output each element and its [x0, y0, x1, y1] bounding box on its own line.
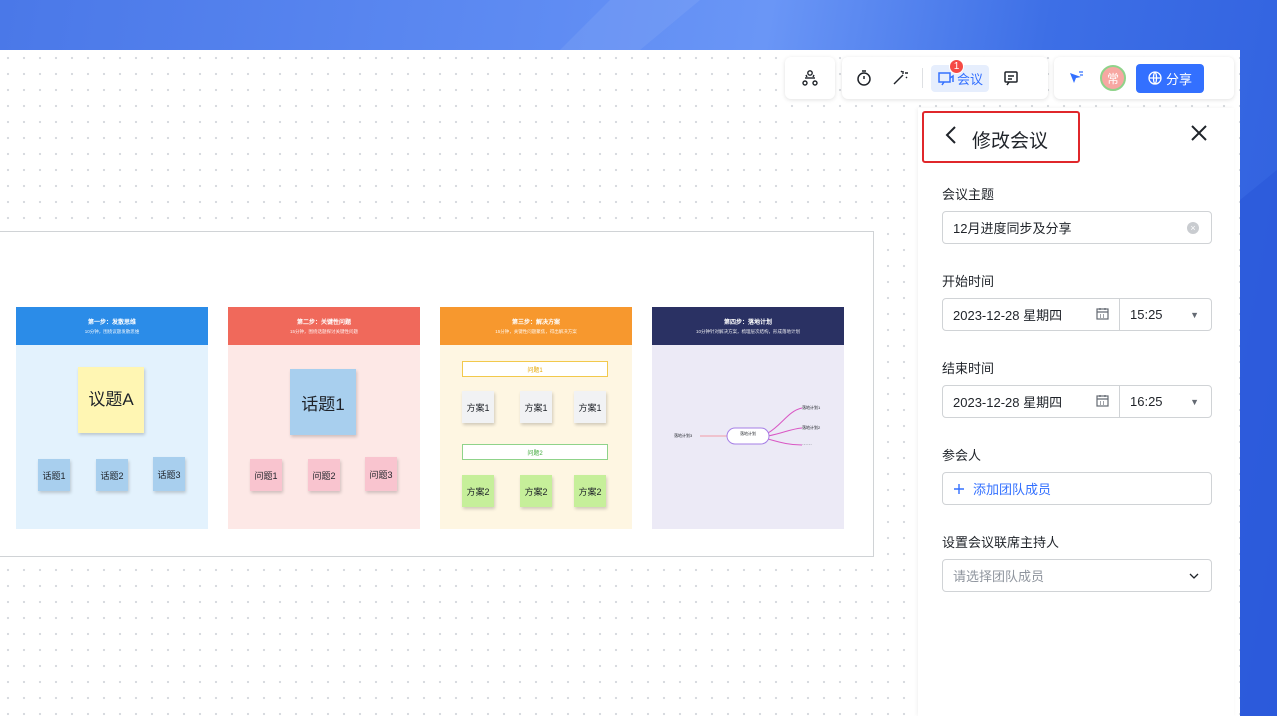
step4-subtitle: 10分钟针对解决方案，梳理层次结构，形成落地计划	[695, 329, 800, 334]
attendees-label: 参会人	[942, 448, 982, 463]
question-tag[interactable]: 问题1	[462, 361, 608, 377]
step2-title: 第二步：关键性问题	[296, 320, 351, 326]
end-time-select[interactable]: 16:25 ▼	[1119, 385, 1212, 418]
step3-subtitle: 15分钟，关键性问题聚焦，得出解决方案	[495, 329, 577, 334]
follow-cursor-icon[interactable]	[1062, 64, 1090, 92]
meeting-icon	[938, 72, 954, 86]
step2-subtitle: 15分钟，围绕话题探讨关键性问题	[289, 329, 358, 334]
magic-wand-icon[interactable]	[886, 64, 914, 92]
co-host-label: 设置会议联席主持人	[942, 535, 1060, 550]
chevron-down-icon	[1189, 568, 1199, 583]
step4-header: 第四步：落地计划 10分钟针对解决方案，梳理层次结构，形成落地计划	[652, 307, 844, 345]
step2-header: 第二步：关键性问题 15分钟，围绕话题探讨关键性问题	[228, 307, 420, 345]
toolbar-divider	[922, 68, 923, 88]
meeting-template-board[interactable]: 第一步：发散思维 10分钟，围绕议题发散思维 议题A 话题1 话题2 话题3 第…	[0, 231, 874, 557]
step3-header: 第三步：解决方案 15分钟，关键性问题聚焦，得出解决方案	[440, 307, 632, 345]
meeting-badge: 1	[949, 58, 964, 74]
step1-body: 议题A 话题1 话题2 话题3	[16, 345, 208, 529]
sticky-note[interactable]: 方案2	[462, 475, 494, 507]
mindmap-node[interactable]: 落地计划3	[674, 433, 693, 438]
toolbar-tools: 1 会议	[842, 57, 1048, 99]
globe-icon	[1148, 71, 1162, 85]
sticky-note[interactable]: 话题1	[38, 459, 70, 491]
panel-header: 修改会议	[918, 108, 1234, 166]
timer-icon[interactable]	[850, 64, 878, 92]
add-member-button[interactable]: 添加团队成员	[942, 472, 1212, 505]
panel-title: 修改会议	[972, 131, 1049, 152]
step1-subtitle: 10分钟，围绕议题发散思维	[84, 329, 140, 334]
plus-icon	[954, 483, 964, 494]
sticky-note[interactable]: 方案2	[574, 475, 606, 507]
caret-down-icon: ▼	[1190, 309, 1199, 320]
start-time-label: 开始时间	[942, 274, 995, 289]
highlight-annotation	[922, 111, 1080, 163]
comment-icon[interactable]	[997, 64, 1025, 92]
subject-input[interactable]: 12月进度同步及分享 ×	[942, 211, 1212, 244]
start-date-picker[interactable]: 2023-12-28 星期四	[942, 298, 1120, 331]
step2-column[interactable]: 第二步：关键性问题 15分钟，围绕话题探讨关键性问题 话题1 问题1 问题2 问…	[228, 307, 420, 529]
calendar-icon	[1096, 307, 1109, 323]
step3-body: 问题1 方案1 方案1 方案1 问题2 方案2 方案2 方案2	[440, 345, 632, 529]
toolbar-members	[785, 57, 835, 99]
step3-column[interactable]: 第三步：解决方案 15分钟，关键性问题聚焦，得出解决方案 问题1 方案1 方案1…	[440, 307, 632, 529]
end-date-picker[interactable]: 2023-12-28 星期四	[942, 385, 1120, 418]
members-icon[interactable]	[796, 64, 824, 92]
step4-body: 落地计划 落地计划3 落地计划1 落地计划2 ……	[652, 345, 844, 529]
step1-header: 第一步：发散思维 10分钟，围绕议题发散思维	[16, 307, 208, 345]
mindmap-lines	[700, 407, 803, 446]
question-tag[interactable]: 问题2	[462, 444, 608, 460]
step2-body: 话题1 问题1 问题2 问题3	[228, 345, 420, 529]
co-host-select[interactable]: 请选择团队成员	[942, 559, 1212, 592]
meeting-button[interactable]: 1 会议	[931, 58, 990, 92]
toolbar-user: 常 分享	[1054, 57, 1234, 99]
sticky-note[interactable]: 话题2	[96, 459, 128, 491]
back-chevron-icon[interactable]	[944, 124, 958, 152]
step4-column[interactable]: 第四步：落地计划 10分钟针对解决方案，梳理层次结构，形成落地计划 落地计划 落…	[652, 307, 844, 529]
meeting-label: 会议	[957, 71, 984, 87]
step3-title: 第三步：解决方案	[511, 320, 560, 326]
close-icon[interactable]	[1190, 122, 1208, 148]
sticky-note[interactable]: 方案1	[520, 391, 552, 423]
share-button[interactable]: 分享	[1136, 63, 1205, 93]
user-avatar[interactable]: 常	[1100, 65, 1126, 91]
step4-title: 第四步：落地计划	[723, 320, 772, 326]
topic-note[interactable]: 话题1	[290, 369, 356, 435]
mindmap-center[interactable]: 落地计划	[740, 431, 756, 436]
sticky-note[interactable]: 方案1	[574, 391, 606, 423]
sticky-note[interactable]: 方案2	[520, 475, 552, 507]
sticky-note[interactable]: 问题3	[365, 457, 397, 491]
end-time-label: 结束时间	[942, 361, 995, 376]
start-time-select[interactable]: 15:25 ▼	[1119, 298, 1212, 331]
sticky-note[interactable]: 问题2	[308, 459, 340, 491]
topic-note[interactable]: 议题A	[78, 367, 144, 433]
calendar-icon	[1096, 394, 1109, 410]
mindmap-node[interactable]: 落地计划2	[802, 425, 821, 430]
mindmap-ellipsis: ……	[802, 441, 812, 447]
step1-column[interactable]: 第一步：发散思维 10分钟，围绕议题发散思维 议题A 话题1 话题2 话题3	[16, 307, 208, 529]
caret-down-icon: ▼	[1190, 396, 1199, 407]
sticky-note[interactable]: 问题1	[250, 459, 282, 491]
subject-label: 会议主题	[942, 187, 995, 202]
sticky-note[interactable]: 话题3	[153, 457, 185, 491]
step1-title: 第一步：发散思维	[87, 320, 136, 326]
clear-icon[interactable]: ×	[1187, 221, 1199, 234]
mindmap-node[interactable]: 落地计划1	[802, 405, 821, 410]
sticky-note[interactable]: 方案1	[462, 391, 494, 423]
edit-meeting-panel: 修改会议 会议主题 12月进度同步及分享 × 开始时间 2023-12-28 星…	[918, 108, 1234, 716]
